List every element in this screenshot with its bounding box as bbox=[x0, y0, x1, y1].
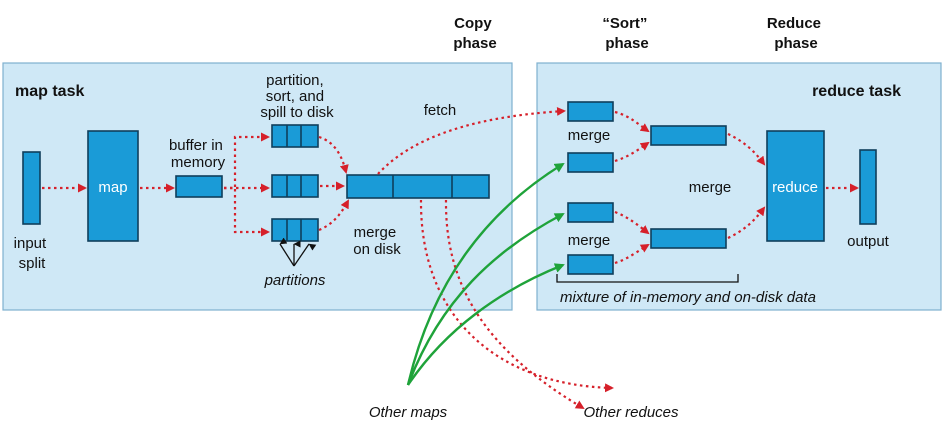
copied-segment-3 bbox=[567, 202, 614, 223]
spill-label: partition, sort, and spill to disk bbox=[260, 72, 334, 121]
copied-segment-2 bbox=[567, 152, 614, 173]
reduce-task-title: reduce task bbox=[812, 83, 901, 100]
buffer-label: buffer in memory bbox=[169, 137, 227, 171]
spill-file-3 bbox=[271, 218, 319, 242]
other-reduces-arrows bbox=[419, 199, 614, 410]
copied-segment-1 bbox=[567, 101, 614, 122]
partitions-pointers bbox=[279, 237, 317, 267]
reduce-box bbox=[766, 130, 825, 242]
fetch-arrow bbox=[377, 106, 566, 175]
mixture-label: mixture of in-memory and on-disk data bbox=[560, 289, 816, 306]
output-box bbox=[859, 149, 877, 225]
merge-label-bottom: merge bbox=[568, 232, 611, 249]
merged-segment-bottom bbox=[650, 228, 727, 249]
partitions-label: partitions bbox=[264, 272, 326, 289]
reduce-side-flow-arrows bbox=[614, 110, 859, 265]
output-label: output bbox=[847, 233, 890, 250]
other-maps-label: Other maps bbox=[369, 404, 448, 421]
fetch-label: fetch bbox=[424, 102, 457, 119]
other-maps-arrows bbox=[406, 162, 565, 386]
map-label: map bbox=[98, 179, 127, 196]
copy-phase-label: Copy phase bbox=[453, 15, 496, 52]
other-reduces-label: Other reduces bbox=[583, 404, 679, 421]
input-split-label: input split bbox=[14, 235, 51, 272]
sort-phase-label: “Sort” phase bbox=[602, 15, 651, 52]
input-split-box bbox=[22, 151, 41, 225]
spill-file-1 bbox=[271, 124, 319, 148]
merge-label-top: merge bbox=[568, 127, 611, 144]
map-side-flow-arrows bbox=[42, 132, 349, 237]
merged-file bbox=[346, 174, 490, 199]
copied-segment-4 bbox=[567, 254, 614, 275]
map-task-title: map task bbox=[15, 83, 84, 100]
buffer-box bbox=[175, 175, 223, 198]
mixture-bracket bbox=[556, 274, 739, 283]
reduce-phase-label: Reduce phase bbox=[767, 15, 825, 52]
merge-label-middle: merge bbox=[689, 179, 732, 196]
spill-file-2 bbox=[271, 174, 319, 198]
merged-segment-top bbox=[650, 125, 727, 146]
reduce-label: reduce bbox=[772, 179, 818, 196]
merge-on-disk-label: merge on disk bbox=[353, 224, 401, 258]
map-box bbox=[87, 130, 139, 242]
